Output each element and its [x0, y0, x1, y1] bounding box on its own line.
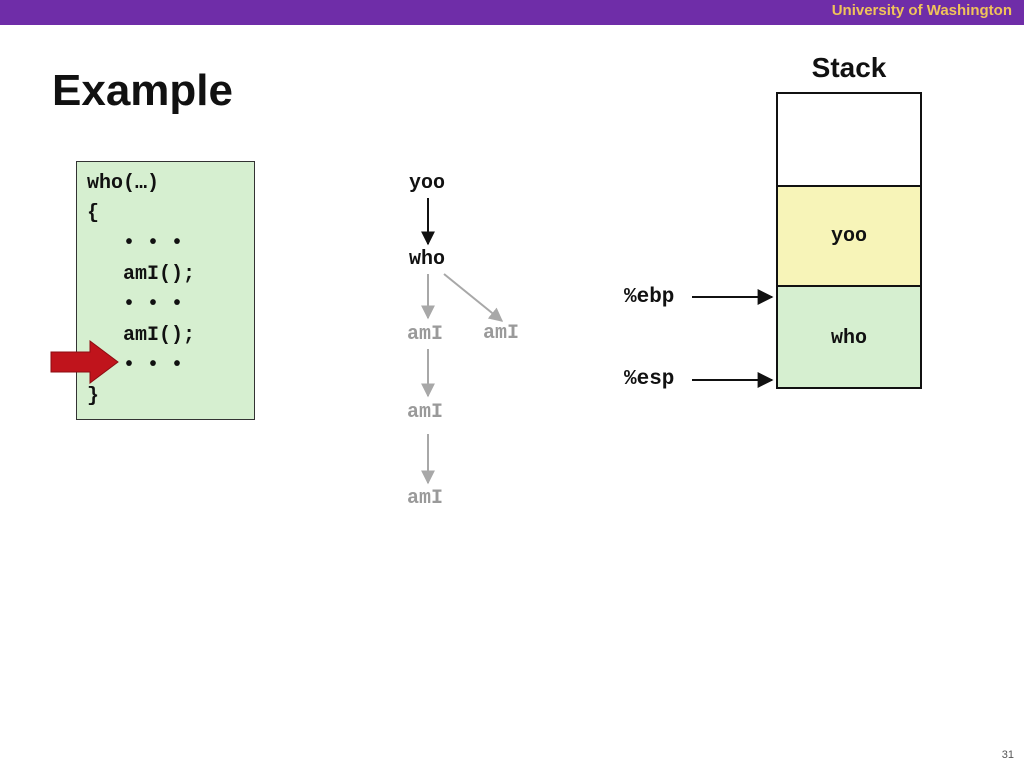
- slide-title: Example: [52, 66, 233, 115]
- code-line: amI();: [87, 263, 196, 286]
- tree-node-who: who: [408, 248, 446, 271]
- register-ebp-label: %ebp: [624, 286, 675, 309]
- tree-node-yoo: yoo: [408, 172, 446, 195]
- code-line: amI();: [87, 324, 196, 347]
- tree-node-ami: amI: [482, 322, 520, 345]
- stack-frame-label: yoo: [830, 225, 867, 248]
- header-bar: University of Washington: [0, 0, 1024, 25]
- stack-frame-empty: [776, 92, 922, 187]
- code-line: • • •: [87, 293, 184, 316]
- slide-number: 31: [1001, 749, 1014, 761]
- code-line: • • •: [87, 354, 184, 377]
- code-line: who(…): [87, 172, 160, 195]
- current-line-arrow-icon: [50, 340, 119, 384]
- edge-who-ami-4: [443, 273, 504, 322]
- code-line: {: [87, 202, 100, 225]
- tree-node-ami: amI: [406, 323, 444, 346]
- stack-frame-yoo: yoo: [776, 185, 922, 287]
- stack-frame-who: who: [776, 285, 922, 389]
- stack-title: Stack: [811, 52, 887, 83]
- code-box: who(…) { • • • amI(); • • • amI(); • • •…: [76, 161, 255, 420]
- tree-node-ami: amI: [406, 401, 444, 424]
- code-line: • • •: [87, 232, 184, 255]
- register-esp-label: %esp: [624, 368, 675, 391]
- code-line: }: [87, 385, 100, 408]
- tree-node-ami: amI: [406, 487, 444, 510]
- stack-frame-label: who: [830, 327, 867, 350]
- institution-name: University of Washington: [831, 2, 1012, 19]
